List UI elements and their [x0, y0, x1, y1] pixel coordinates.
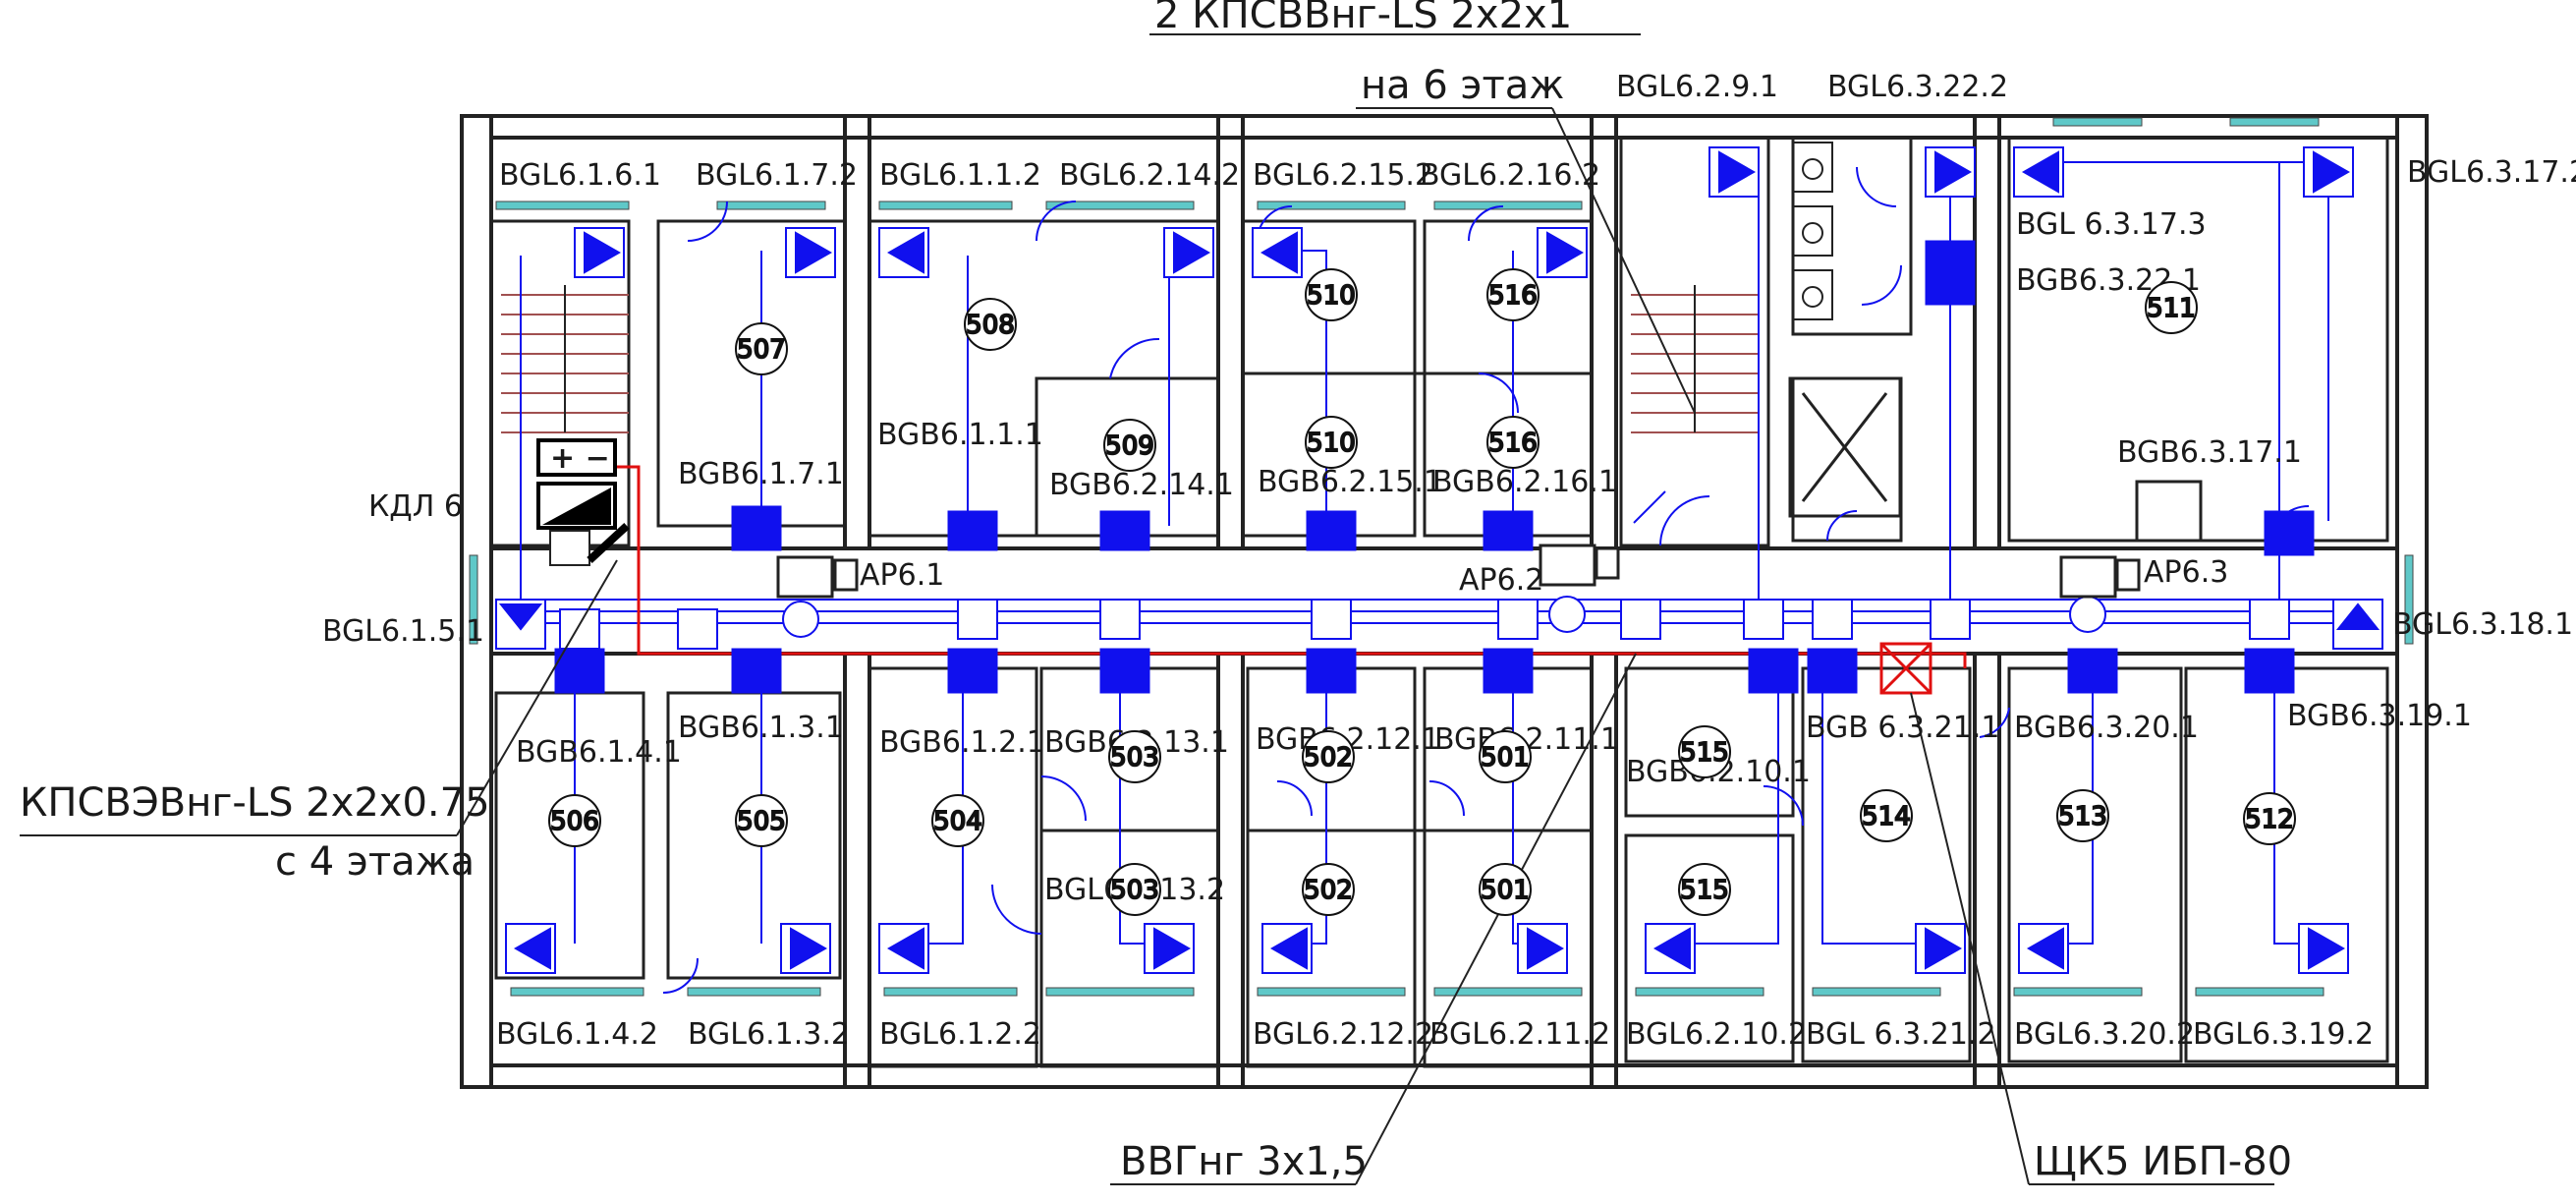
device-label: BGL6.2.10.2 — [1626, 1017, 1807, 1052]
cable-bottom: ВВГнг 3х1,5 — [1120, 1139, 1368, 1184]
device-label: BGB6.3.19.1 — [2287, 699, 2472, 733]
device-label: BGB 6.3.21.1 — [1806, 711, 1999, 745]
device-label: BGL6.1.1.2 — [879, 158, 1041, 193]
ap62-label: AP6.2 — [1459, 563, 1543, 598]
cable-annotations: 2 КПСВВнг-LS 2х2х1 на 6 этаж КПСВЭВнг-LS… — [20, 0, 2292, 1184]
room-number: 507 — [737, 335, 786, 365]
cable-top-line1: 2 КПСВВнг-LS 2х2х1 — [1154, 0, 1572, 37]
device-label: BGL6.2.14.2 — [1059, 158, 1240, 193]
stairs-left — [501, 285, 629, 433]
device-label: BGL 6.3.17.3 — [2016, 207, 2207, 242]
device-label: BGL6.1.3.2 — [688, 1017, 850, 1052]
room-number: 512 — [2245, 805, 2294, 834]
fire-alarm-loop — [614, 465, 1967, 668]
device-label: BGL6.3.18.1 — [2392, 607, 2573, 642]
device-label: BGB6.1.4.1 — [516, 735, 682, 770]
ceiling-units — [554, 240, 2315, 694]
room-number: 516 — [1488, 281, 1538, 311]
room-number: 502 — [1304, 743, 1353, 773]
cable-top-line2: на 6 этаж — [1361, 63, 1564, 108]
ap63-label: AP6.3 — [2144, 555, 2228, 590]
device-label: BGL6.3.22.2 — [1827, 70, 2008, 104]
room-number: 503 — [1110, 876, 1159, 905]
device-label: BGL6.2.12.2 — [1253, 1017, 1433, 1052]
room-number: 504 — [933, 807, 982, 836]
device-label: BGB6.1.7.1 — [678, 457, 844, 491]
device-label: BGB6.1.2.1 — [879, 725, 1045, 760]
room-number: 515 — [1680, 738, 1729, 768]
room-number: 501 — [1481, 743, 1530, 773]
windows — [469, 117, 2414, 997]
device-label: BGB6.1.3.1 — [678, 711, 844, 745]
device-label: BGL 6.3.21.2 — [1806, 1017, 1996, 1052]
cable-left-line1: КПСВЭВнг-LS 2х2х0.75 — [20, 780, 490, 826]
device-label: BGL6.1.6.1 — [499, 158, 661, 193]
room-number: 506 — [550, 807, 599, 836]
cable-left-line2: с 4 этажа — [275, 839, 475, 885]
room-number: 510 — [1307, 281, 1356, 311]
device-label: BGL6.3.17.2 — [2407, 155, 2576, 190]
device-label: BGB6.2.15.1 — [1258, 465, 1442, 499]
room-number: 513 — [2058, 802, 2107, 831]
device-label: BGL6.3.19.2 — [2193, 1017, 2374, 1052]
room-number: 503 — [1110, 743, 1159, 773]
device-label: BGL6.1.7.2 — [696, 158, 858, 193]
device-label: BGL6.2.9.1 — [1616, 70, 1778, 104]
room-number: 501 — [1481, 876, 1530, 905]
room-numbers: 507 508 509 510 510 516 516 511 506 505 … — [548, 268, 2296, 916]
device-labels: BGL6.1.6.1 BGL6.1.7.2 BGL6.1.1.2 BGL6.2.… — [322, 70, 2576, 1052]
room-number: 515 — [1680, 876, 1729, 905]
cable-runs — [511, 161, 2338, 945]
svg-text:+ −: + − — [550, 441, 610, 476]
room-number: 516 — [1488, 429, 1538, 458]
room-number: 511 — [2147, 294, 2196, 323]
device-label: BGL6.1.5.1 — [322, 614, 484, 649]
toilets — [1792, 142, 1833, 320]
ap61-label: AP6.1 — [860, 558, 944, 593]
device-label: BGB6.3.20.1 — [2014, 711, 2199, 745]
room-number: 502 — [1304, 876, 1353, 905]
device-label: BGL6.1.2.2 — [879, 1017, 1041, 1052]
room-number: 510 — [1307, 429, 1356, 458]
wall-detectors — [495, 146, 2383, 974]
leader-lines — [20, 33, 2274, 1185]
device-label: BGL6.2.11.2 — [1429, 1017, 1610, 1052]
device-label: BGB6.3.17.1 — [2117, 435, 2302, 470]
junction-boxes — [559, 596, 2290, 650]
device-label: BGL6.1.4.2 — [496, 1017, 658, 1052]
device-label: BGL6.2.16.2 — [1420, 158, 1600, 193]
walls — [460, 114, 2429, 1089]
control-panel-kdl: + − — [536, 438, 630, 566]
room-number: 505 — [737, 807, 786, 836]
panel-bottom: ЩК5 ИБП-80 — [2034, 1139, 2292, 1184]
stairs-center — [1631, 285, 1759, 433]
device-label: BGL6.2.15.2 — [1253, 158, 1433, 193]
device-label: BGB6.2.14.1 — [1049, 468, 1234, 502]
room-number: 508 — [966, 311, 1015, 340]
device-label: BGL6.3.20.2 — [2014, 1017, 2195, 1052]
ap-boxes — [776, 544, 2141, 599]
room-number: 509 — [1105, 431, 1154, 461]
kdl-label: КДЛ 6 — [368, 489, 463, 524]
device-label: BGB6.2.16.1 — [1432, 465, 1617, 499]
shk5-panel-icon — [1879, 642, 1932, 695]
device-label: BGB6.1.1.1 — [877, 418, 1043, 452]
room-number: 514 — [1862, 802, 1911, 831]
